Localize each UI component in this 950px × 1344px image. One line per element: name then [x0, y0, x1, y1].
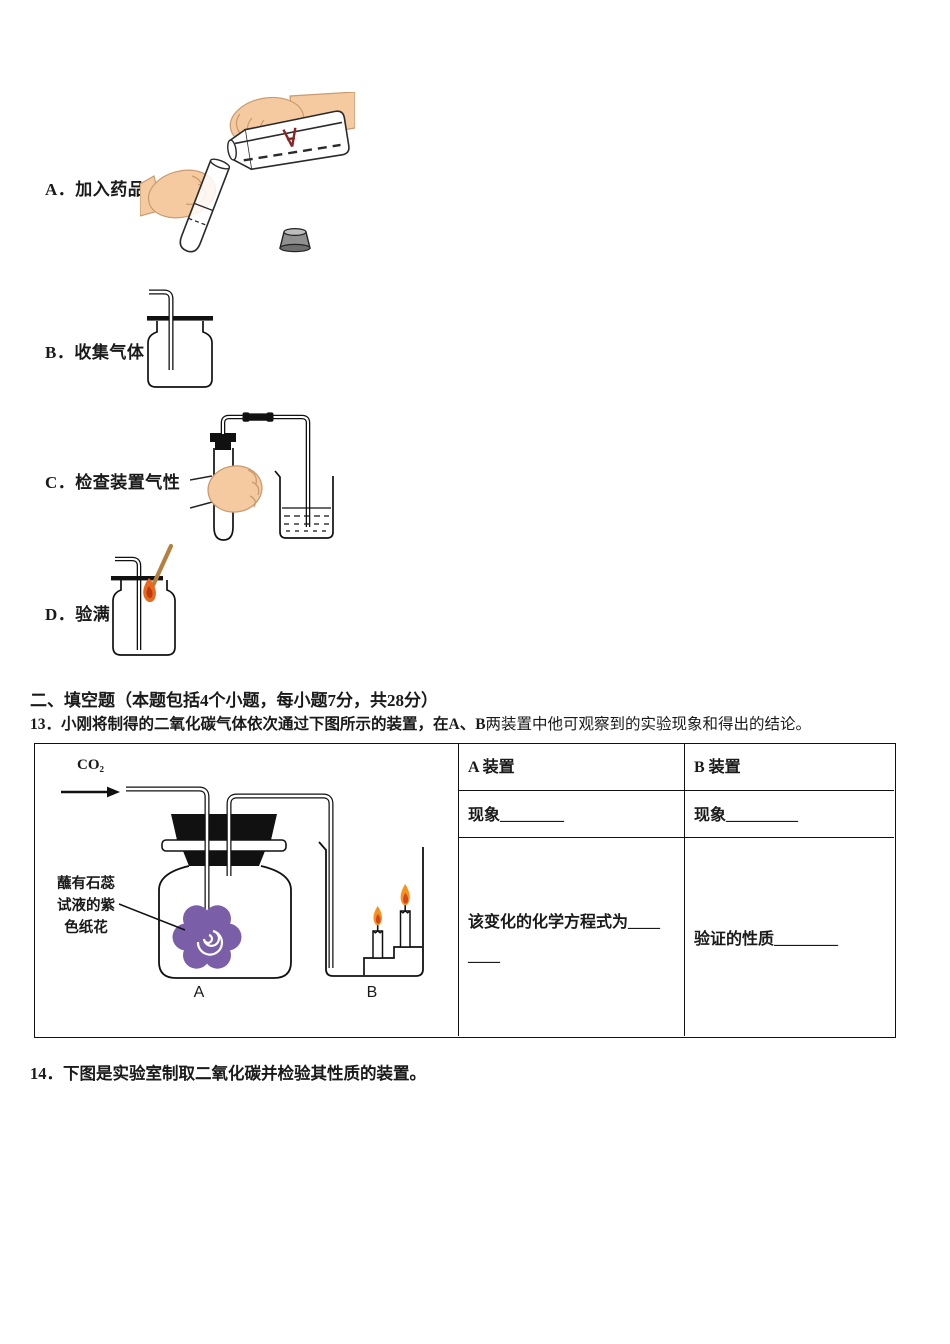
q13-answer-table: A 装置 B 装置 现象________ 现象_________ 该变化的化学方… — [458, 744, 894, 1036]
question-13-figure-table: CO₂ 蘸有石蕊 试液的紫 色纸花 A B A 装置 B 装置 现象______… — [34, 743, 896, 1038]
option-b-label: B．收集气体 — [45, 343, 145, 362]
purple-litmus-flower — [172, 905, 242, 969]
outlet-tube — [226, 793, 334, 968]
option-c-label: C．检查装置气性 — [45, 473, 181, 492]
short-candle — [372, 906, 384, 959]
flower-annotation-line1: 蘸有石蕊 — [57, 876, 115, 892]
bottle-a-stopper — [161, 814, 287, 866]
equation-blank-line2: ____ — [468, 948, 500, 965]
delivery-tube — [115, 556, 142, 650]
flower-annotation: 蘸有石蕊 试液的紫 色纸花 — [47, 873, 125, 939]
device-b-letter: B — [366, 984, 378, 1001]
illustration-collect-gas — [147, 289, 213, 388]
burning-splint — [143, 543, 174, 603]
tall-candle — [399, 884, 411, 948]
delivery-tube — [149, 289, 174, 370]
option-d-label: D．验满 — [45, 605, 111, 624]
bottle-a-body — [158, 865, 292, 979]
beaker-b — [318, 841, 424, 977]
illustration-verify-full — [111, 543, 176, 656]
illustration-check-airtightness — [190, 412, 334, 541]
co2-gas-label: CO₂ — [77, 757, 104, 773]
cover-plate — [147, 316, 213, 321]
co2-flow-arrow — [61, 786, 120, 798]
connecting-tube — [220, 412, 311, 527]
inlet-tube — [126, 786, 210, 936]
table-property-cell: 验证的性质________ — [684, 838, 894, 1036]
section-2-heading: 二、填空题（本题包括4个小题，每小题7分，共28分） — [30, 691, 438, 710]
cover-plate — [111, 576, 163, 581]
option-a-label: A．加入药品 — [45, 180, 146, 199]
flower-annotation-line3: 色纸花 — [64, 920, 108, 936]
test-tube — [179, 158, 231, 253]
question-13-rest: 两装置中他可观察到的实验现象和得出的结论。 — [485, 716, 812, 733]
table-header-device-a: A 装置 — [458, 744, 684, 791]
question-13-text: 13．小刚将制得的二氧化碳气体依次通过下图所示的装置，在A、B两装置中他可观察到… — [30, 712, 811, 734]
bottle-red-label — [282, 127, 297, 148]
property-blank: 验证的性质________ — [694, 931, 839, 948]
gas-bottle — [147, 321, 213, 388]
beaker — [274, 470, 334, 539]
bottle-stopper — [279, 228, 311, 253]
rubber-connector — [245, 413, 271, 421]
table-phenomenon-b-blank: 现象_________ — [684, 791, 894, 838]
device-a-letter: A — [193, 984, 205, 1001]
question-14-text: 14．下图是实验室制取二氧化碳并检验其性质的装置。 — [30, 1064, 426, 1083]
illustration-add-chemicals — [140, 92, 355, 253]
hand-fist — [190, 465, 263, 513]
question-13-bold: 13．小刚将制得的二氧化碳气体依次通过下图所示的装置，在A、B — [30, 716, 486, 733]
flower-annotation-line2: 试液的紫 — [57, 898, 115, 914]
table-phenomenon-a-blank: 现象________ — [458, 791, 684, 838]
stopper — [210, 433, 236, 450]
table-equation-cell: 该变化的化学方程式为____ ____ — [458, 838, 684, 1036]
reagent-bottle — [227, 110, 350, 171]
co2-experiment-diagram — [61, 786, 424, 979]
label-pointer-line — [118, 903, 186, 931]
table-header-device-b: B 装置 — [684, 744, 894, 791]
gas-bottle — [112, 580, 176, 656]
equation-blank-line1: 该变化的化学方程式为____ — [468, 914, 661, 931]
